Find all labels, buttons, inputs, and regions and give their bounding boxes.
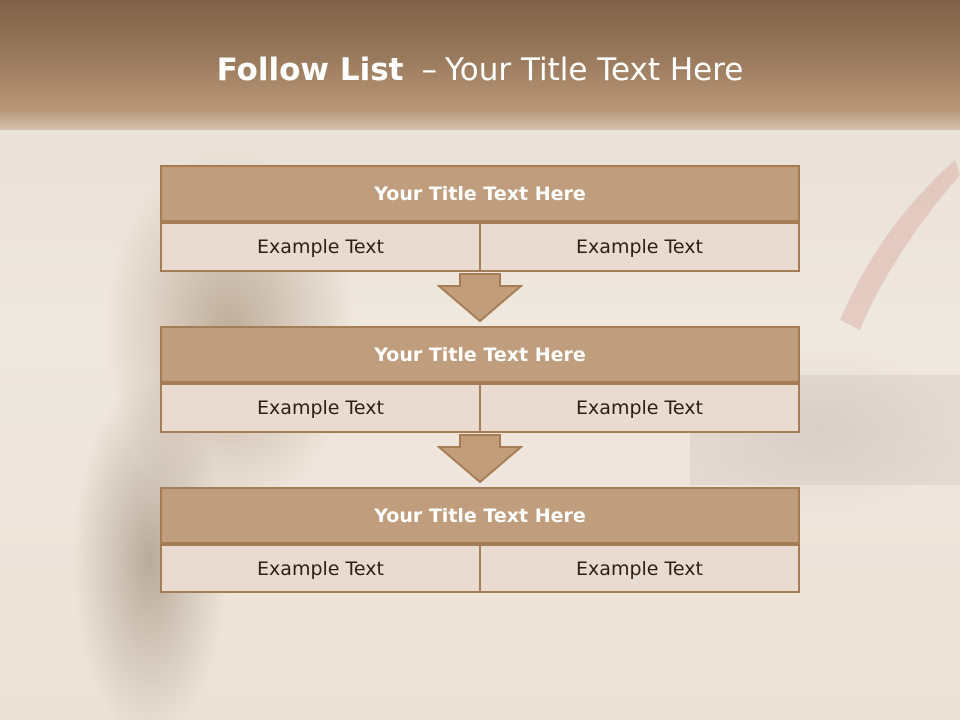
block-left-cell[interactable]: Example Text [160,222,480,272]
block-title[interactable]: Your Title Text Here [160,487,800,544]
block-right-cell[interactable]: Example Text [480,383,800,433]
block-right-cell[interactable]: Example Text [480,222,800,272]
block-title[interactable]: Your Title Text Here [160,165,800,222]
down-arrow-icon [437,273,523,323]
page-title-text: Your Title Text Here [444,52,744,88]
header-band [0,0,960,130]
page-title-bold: Follow List [216,52,404,88]
list-block-1: Your Title Text Here Example Text Exampl… [160,165,800,272]
block-left-cell[interactable]: Example Text [160,544,480,593]
down-arrow-icon [437,434,523,484]
block-right-cell[interactable]: Example Text [480,544,800,593]
block-title[interactable]: Your Title Text Here [160,326,800,383]
page-title-separator: – [421,52,437,88]
list-block-2: Your Title Text Here Example Text Exampl… [160,326,800,433]
list-block-3: Your Title Text Here Example Text Exampl… [160,487,800,593]
page-title: Follow List–Your Title Text Here [0,52,960,88]
block-left-cell[interactable]: Example Text [160,383,480,433]
